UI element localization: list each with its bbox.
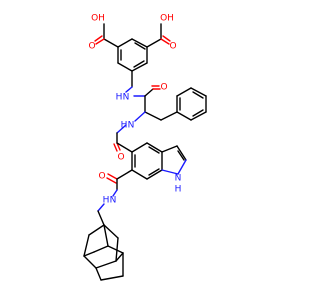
hydroxyl-label-right: OH [160, 14, 174, 24]
hydroxyl-label-left: OH [91, 14, 105, 24]
indole-nitrogen-label: N [175, 174, 182, 184]
amide-hydrogen-label-top: H [116, 93, 123, 103]
amide-oxygen-label-top: O [160, 83, 167, 93]
amide-hydrogen-label-middle: H [121, 121, 128, 131]
structure-canvas: OH OH O O N H O N H O O N H N H [83, 13, 207, 281]
acid-oxygen-label-right: O [169, 42, 176, 52]
indole-hydrogen-label: H [175, 185, 182, 195]
amide-nitrogen-label-middle: N [128, 121, 135, 131]
amide-oxygen-label-lower: O [98, 172, 105, 182]
molecule-drawing: OH OH O O N H O N H O O N H N H [83, 14, 207, 281]
atom-label-layer: OH OH O O N H O N H O O N H N H [88, 14, 181, 206]
bond-layer [83, 23, 207, 281]
amide-nitrogen-label-lower: N [110, 196, 117, 206]
amide-hydrogen-label-lower: H [103, 196, 110, 206]
acid-oxygen-label-left: O [88, 42, 95, 52]
amide-nitrogen-label-top: N [123, 93, 130, 103]
amide-oxygen-label-middle: O [117, 153, 124, 163]
